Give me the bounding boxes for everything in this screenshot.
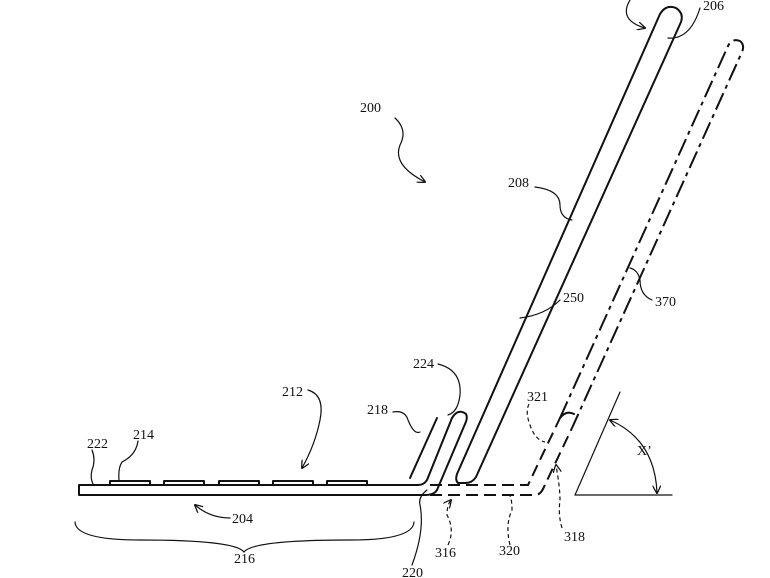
leader-lines bbox=[74, 0, 701, 566]
label-220: 220 bbox=[402, 566, 423, 578]
label-212: 212 bbox=[282, 385, 303, 400]
label-222: 222 bbox=[87, 437, 108, 452]
label-316: 316 bbox=[435, 546, 456, 561]
label-200: 200 bbox=[360, 101, 381, 116]
label-angle: X’ bbox=[637, 444, 652, 459]
label-250: 250 bbox=[563, 291, 584, 306]
flap-outer bbox=[409, 417, 438, 479]
alternate-panel-position bbox=[430, 39, 745, 496]
label-206: 206 bbox=[703, 0, 724, 14]
keys bbox=[109, 480, 368, 486]
angle-indicator bbox=[574, 391, 673, 496]
label-370: 370 bbox=[655, 295, 676, 310]
label-208: 208 bbox=[508, 176, 529, 191]
label-218: 218 bbox=[367, 403, 388, 418]
label-224: 224 bbox=[413, 357, 434, 372]
display-panel bbox=[455, 5, 683, 484]
label-321: 321 bbox=[527, 390, 548, 405]
label-204: 204 bbox=[232, 512, 253, 527]
label-214: 214 bbox=[133, 428, 154, 443]
label-216: 216 bbox=[234, 552, 255, 567]
label-320: 320 bbox=[499, 544, 520, 559]
label-318: 318 bbox=[564, 530, 585, 545]
